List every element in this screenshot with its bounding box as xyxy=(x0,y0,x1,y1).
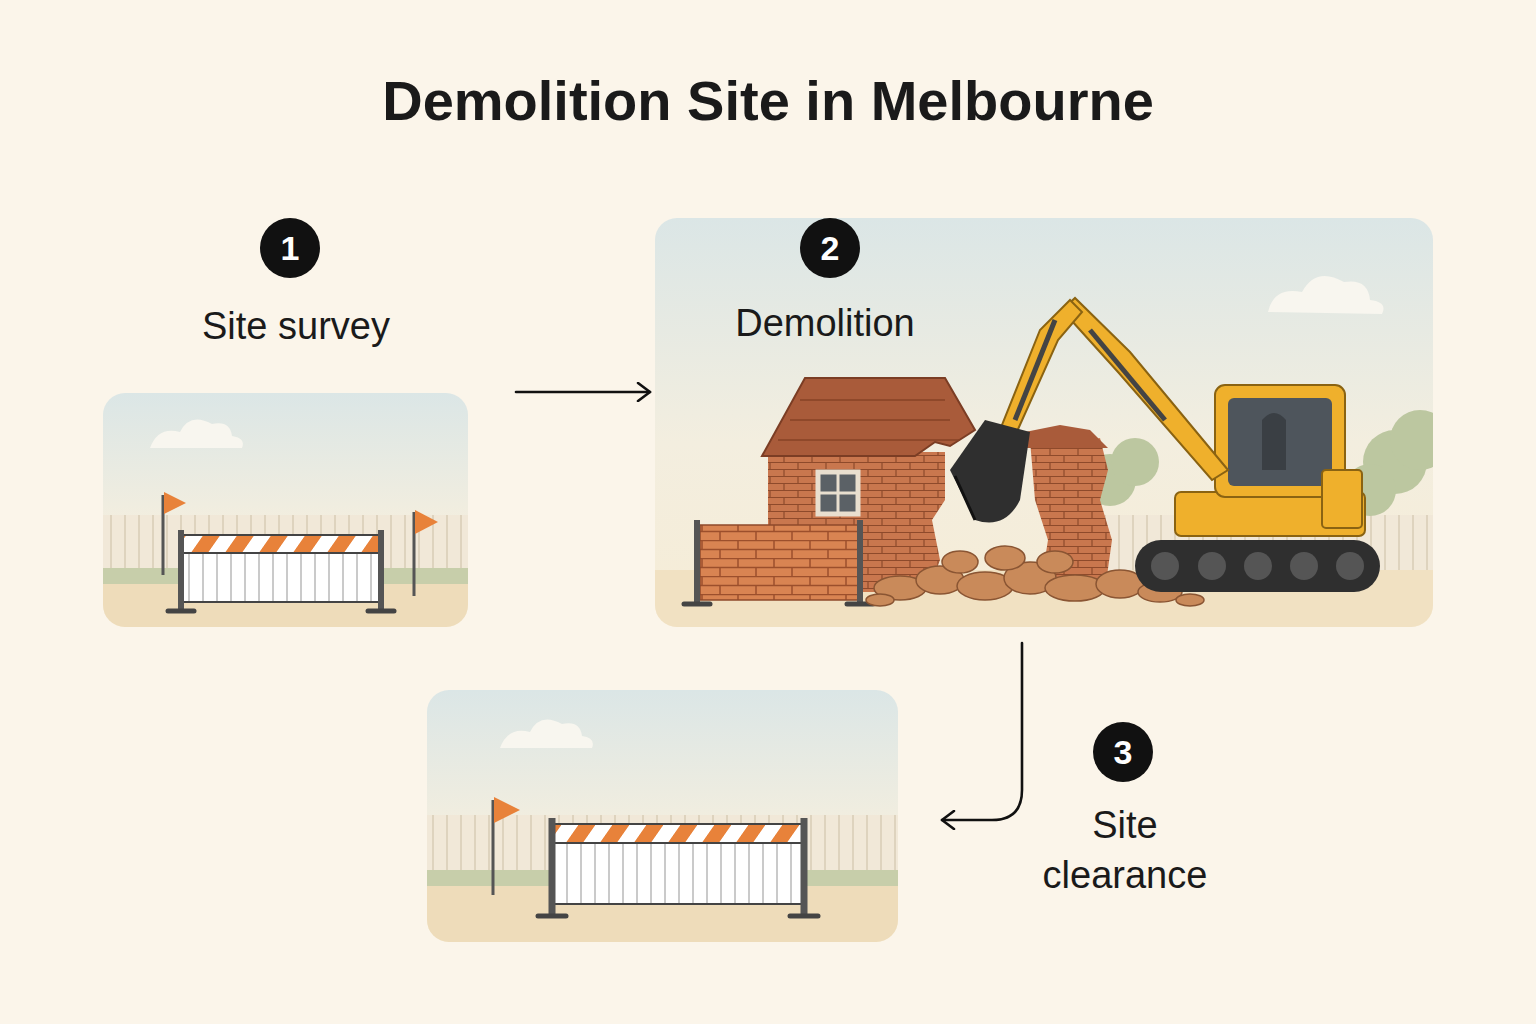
step-label: Demolition xyxy=(675,298,975,348)
demolition-scene xyxy=(655,218,1433,627)
illustration-part xyxy=(700,525,860,600)
illustration-part xyxy=(427,690,898,942)
illustration-part xyxy=(1151,552,1364,580)
illustration-part xyxy=(1176,594,1204,606)
illustration-part xyxy=(790,914,818,919)
illustration-part xyxy=(538,914,566,919)
illustration-part xyxy=(1000,300,1082,436)
illustration-part xyxy=(942,551,978,573)
step-panel: Site clearance xyxy=(427,690,898,942)
step-panel: Site survey xyxy=(103,393,468,627)
illustration-part xyxy=(655,218,1433,627)
illustration-part xyxy=(1151,552,1179,580)
illustration-part xyxy=(1090,330,1165,420)
diagram-title: Demolition Site in Melbourne xyxy=(0,68,1536,133)
illustration-part xyxy=(1030,430,1112,590)
step-number: 3 xyxy=(1093,722,1153,782)
illustration-part xyxy=(1262,413,1286,470)
illustration-part xyxy=(182,552,380,602)
illustration-part xyxy=(801,818,808,915)
illustration-part xyxy=(818,472,858,514)
clearance-scene xyxy=(427,690,898,942)
callout-number: 1 xyxy=(281,229,300,268)
illustration-part xyxy=(1228,398,1332,486)
illustration-part xyxy=(950,420,1030,523)
illustration-part xyxy=(818,492,858,495)
flow-arrow xyxy=(942,643,1022,820)
illustration-part xyxy=(985,546,1025,570)
callout-number: 3 xyxy=(1114,733,1133,772)
illustration-part xyxy=(1268,276,1384,314)
step-number: 2 xyxy=(800,218,860,278)
flow-arrow xyxy=(516,391,650,394)
illustration-part xyxy=(866,594,894,606)
illustration-part xyxy=(494,797,520,823)
illustration-part xyxy=(1322,470,1362,528)
illustration-part xyxy=(378,530,384,610)
illustration-part xyxy=(1244,552,1272,580)
illustration-part xyxy=(182,535,380,553)
illustration-part xyxy=(1390,410,1433,470)
illustration-part xyxy=(1062,298,1228,480)
illustration-part xyxy=(549,818,556,915)
illustration-part xyxy=(368,609,394,614)
illustration-part xyxy=(178,530,184,610)
step-panel: Demolition xyxy=(655,218,1433,627)
illustration-part xyxy=(1037,551,1073,573)
illustration-part xyxy=(1290,552,1318,580)
illustration-part xyxy=(1135,540,1380,592)
illustration-part xyxy=(1015,320,1055,420)
illustration-part xyxy=(553,842,803,904)
illustration-part xyxy=(500,720,593,749)
illustration-part xyxy=(1020,425,1108,448)
illustration-part xyxy=(857,520,863,603)
illustration-part xyxy=(694,520,700,603)
illustration-part xyxy=(150,420,243,449)
illustration-part xyxy=(103,393,468,627)
illustration-part xyxy=(164,492,186,514)
illustration-part xyxy=(684,602,710,607)
illustration-part xyxy=(553,824,803,843)
step-number: 1 xyxy=(260,218,320,278)
illustration-part xyxy=(1336,552,1364,580)
illustration-part xyxy=(1111,438,1159,486)
survey-scene xyxy=(103,393,468,627)
illustration-part xyxy=(415,510,438,534)
illustration-part xyxy=(778,400,960,440)
step-label: Site survey xyxy=(146,301,446,351)
illustration-part xyxy=(1045,575,1105,601)
illustration-part xyxy=(168,609,194,614)
callout-number: 2 xyxy=(821,229,840,268)
illustration-part xyxy=(955,476,975,520)
illustration-part xyxy=(762,378,975,456)
illustration-part xyxy=(1198,552,1226,580)
step-label: Site clearance xyxy=(1025,800,1225,900)
